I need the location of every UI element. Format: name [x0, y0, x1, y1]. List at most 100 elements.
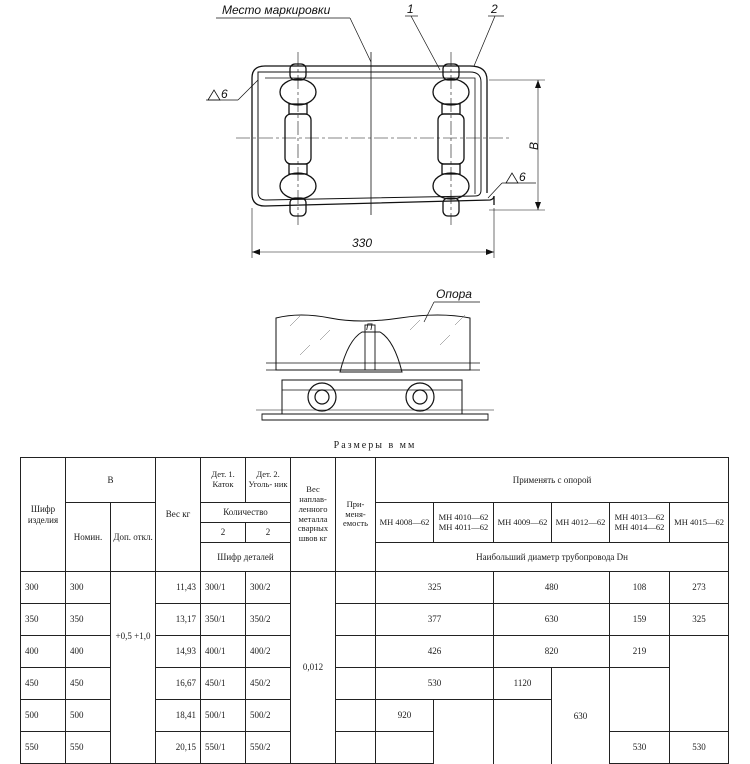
tolerance-cell: +0,5 +1,0 [109, 571, 157, 700]
diameter-cell: 377 [375, 603, 495, 636]
header-det1: Дет. 1. Каток [200, 457, 247, 503]
header-support-4012: МН 4012—62 [551, 502, 611, 543]
plan-view-drawing [206, 15, 545, 258]
row-weight: 13,17 [155, 603, 202, 636]
left-roller-shape [279, 63, 317, 217]
row-code: 450 [20, 667, 66, 700]
header-det2: Дет. 2. Уголь- ник [245, 457, 292, 503]
diameter-cell: 159 [609, 603, 671, 636]
assembly-view-drawing [256, 301, 494, 421]
header-parts-code: Шифр деталей [200, 542, 292, 572]
row-nominal: 350 [65, 603, 111, 636]
part-1-label: 1 [407, 2, 414, 16]
diameter-cell: 480 [493, 571, 611, 604]
diameter-cell: 108 [609, 571, 671, 604]
table-row: 350 350 13,17 350/1 350/2 377 630 159 32… [20, 603, 730, 636]
row-code: 550 [20, 731, 66, 764]
technical-drawings: Место маркировки 1 2 6 6 330 B Опора П [206, 2, 545, 421]
tolerance-cell-continued [109, 699, 157, 764]
diameter-cell: 630 [551, 667, 611, 764]
right-roller-shape [432, 63, 470, 217]
row-application [335, 731, 377, 764]
diameter-cell: 530 [375, 667, 495, 700]
row-nominal: 400 [65, 635, 111, 668]
header-qty-det1: 2 [200, 522, 247, 543]
diameter-cell: 325 [669, 603, 730, 636]
row-application [335, 635, 377, 668]
part-2-label: 2 [490, 2, 498, 16]
diameter-cell: 273 [669, 571, 730, 604]
header-application: При- меня- емость [335, 457, 377, 572]
row-weight: 14,93 [155, 635, 202, 668]
row-weight: 20,15 [155, 731, 202, 764]
diameter-cell: 530 [609, 731, 671, 764]
row-det2: 300/2 [245, 571, 292, 604]
row-det2: 400/2 [245, 635, 292, 668]
table-row: 300 300 +0,5 +1,0 11,43 300/1 300/2 0,01… [20, 571, 730, 764]
row-nominal: 450 [65, 667, 111, 700]
row-nominal: 500 [65, 699, 111, 732]
row-det2: 450/2 [245, 667, 292, 700]
row-application [335, 699, 377, 732]
header-support-4015: МН 4015—62 [669, 502, 730, 543]
support-label: Опора [436, 287, 472, 301]
header-support-4008: МН 4008—62 [375, 502, 435, 543]
diameter-cell-empty [375, 731, 435, 764]
diameter-cell-empty [609, 667, 671, 732]
marking-place-label: Место маркировки [222, 3, 331, 17]
row-nominal: 300 [65, 571, 111, 604]
row-det2: 350/2 [245, 603, 292, 636]
weld-weight-cell: 0,012 [290, 571, 337, 764]
diameter-cell: 530 [669, 731, 730, 764]
row-det1: 450/1 [200, 667, 247, 700]
row-det1: 500/1 [200, 699, 247, 732]
header-max-diameter: Наибольший диаметр трубопровода Dн [375, 542, 730, 572]
diameter-cell: 219 [609, 635, 671, 668]
row-code: 300 [20, 571, 66, 604]
header-qty-det2: 2 [245, 522, 292, 543]
diameter-cell: 1120 [493, 667, 553, 700]
row-weight: 18,41 [155, 699, 202, 732]
specification-table: Шифр изделия B Вес кг Дет. 1. Каток Дет.… [20, 457, 730, 764]
row-det1: 550/1 [200, 731, 247, 764]
header-support-4009: МН 4009—62 [493, 502, 553, 543]
header-use-with: Применять с опорой [375, 457, 730, 503]
header-nominal: Номин. [65, 502, 111, 572]
diameter-cell-empty [493, 699, 553, 764]
row-code: 500 [20, 699, 66, 732]
diameter-cell-empty [433, 699, 495, 764]
assembly-hatching [289, 314, 466, 356]
row-det2: 500/2 [245, 699, 292, 732]
row-application [335, 667, 377, 700]
diameter-cell: 820 [493, 635, 611, 668]
units-caption: Размеры в мм [333, 440, 417, 451]
row-code: 350 [20, 603, 66, 636]
row-weight: 11,43 [155, 571, 202, 604]
row-det1: 300/1 [200, 571, 247, 604]
diameter-cell: 426 [375, 635, 495, 668]
header-weight: Вес кг [155, 457, 202, 572]
row-application [335, 603, 377, 636]
diameter-cell: 630 [493, 603, 611, 636]
row-nominal: 550 [65, 731, 111, 764]
row-code: 400 [20, 635, 66, 668]
diameter-cell: 920 [375, 699, 435, 732]
height-dimension-b: B [527, 142, 541, 150]
header-weld-weight: Вес наплав- ленного металла сварных швов… [290, 457, 337, 572]
header-b: B [64, 457, 157, 503]
weld-left-label: 6 [221, 87, 228, 101]
row-weight: 16,67 [155, 667, 202, 700]
header-quantity: Количество [200, 502, 292, 523]
row-det2: 550/2 [245, 731, 292, 764]
row-det1: 350/1 [200, 603, 247, 636]
header-code: Шифр изделия [20, 457, 66, 572]
row-application [335, 571, 377, 604]
p-label: П [366, 322, 373, 332]
diameter-cell-empty [669, 635, 730, 732]
table-row: 450 450 16,67 450/1 450/2 530 1120 630 [20, 667, 729, 764]
header-tolerance: Доп. откл. [109, 502, 157, 572]
diameter-cell: 325 [375, 571, 495, 604]
weld-right-label: 6 [519, 170, 526, 184]
